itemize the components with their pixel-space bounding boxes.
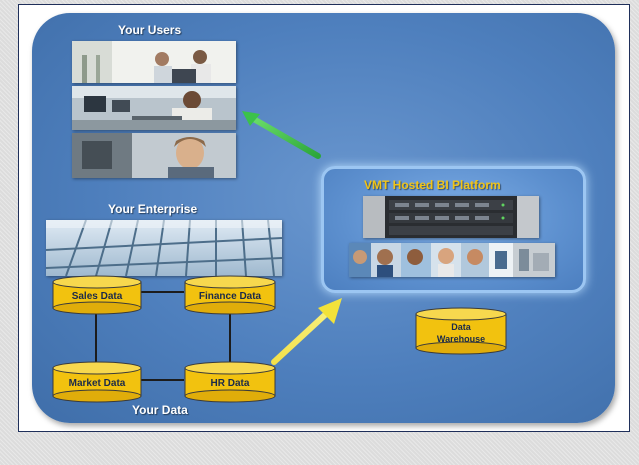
market-data-label: Market Data: [68, 378, 126, 389]
users-photo-office: [72, 41, 236, 83]
sales-data-db: Sales Data: [52, 275, 142, 315]
sales-data-label: Sales Data: [71, 291, 123, 302]
hr-data-label: HR Data: [210, 378, 250, 389]
server-rack-photo: [363, 196, 539, 238]
data-warehouse-db: Data Warehouse: [415, 307, 507, 355]
finance-data-db: Finance Data: [184, 275, 276, 315]
your-enterprise-label: Your Enterprise: [108, 202, 198, 216]
finance-data-label: Finance Data: [198, 291, 262, 302]
market-data-db: Market Data: [52, 361, 142, 403]
db-connector-right: [229, 307, 231, 363]
data-warehouse-label-line2: Warehouse: [436, 334, 486, 344]
enterprise-building-photo: [46, 220, 282, 276]
db-connector-left: [95, 307, 97, 363]
db-connector-top: [140, 291, 184, 293]
users-to-platform-arrow: [242, 111, 321, 159]
db-connector-bottom: [140, 379, 184, 381]
users-photo-woman: [72, 133, 236, 178]
data-warehouse-label-line1: Data: [451, 322, 471, 332]
your-data-label: Your Data: [132, 403, 188, 417]
your-users-label: Your Users: [118, 23, 182, 37]
team-photo-strip: [349, 243, 555, 277]
hr-data-db: HR Data: [184, 361, 276, 403]
data-to-platform-arrow: [271, 298, 342, 365]
platform-title: VMT Hosted BI Platform: [364, 178, 501, 192]
users-photo-typing: [72, 86, 236, 130]
